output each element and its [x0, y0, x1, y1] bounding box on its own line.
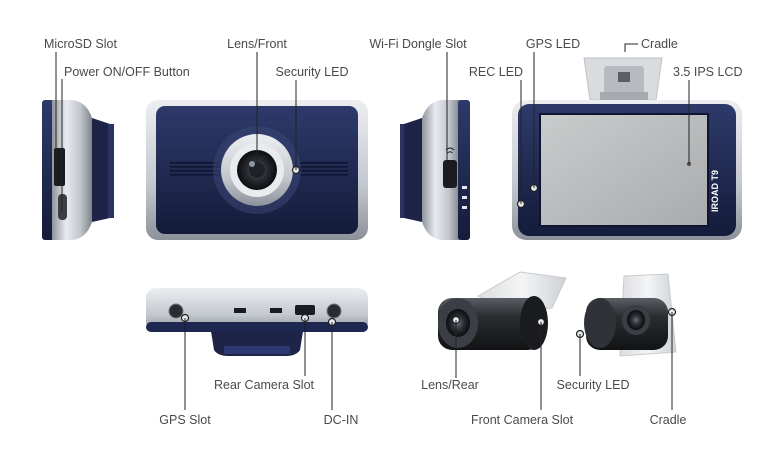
label-rec-led: REC LED — [468, 65, 524, 79]
label-microsd-slot: MicroSD Slot — [44, 37, 117, 51]
device-right-side-view — [400, 100, 470, 240]
label-cradle-bottom: Cradle — [649, 413, 687, 427]
label-dc-in: DC-IN — [323, 413, 359, 427]
device-brand-rear: IROAD T9 — [710, 170, 720, 212]
label-security-led-bottom: Security LED — [556, 378, 630, 392]
label-rear-camera-slot: Rear Camera Slot — [213, 378, 315, 392]
label-ips-lcd: 3.5 IPS LCD — [673, 65, 743, 79]
leader-lines — [55, 43, 690, 410]
label-cradle-top: Cradle — [641, 37, 678, 51]
label-security-led-top: Security LED — [275, 65, 349, 79]
rear-camera-front-view — [438, 271, 567, 350]
device-left-side-view — [42, 100, 114, 240]
label-front-camera-slot: Front Camera Slot — [470, 413, 574, 427]
device-bottom-view — [146, 288, 368, 356]
label-gps-led: GPS LED — [525, 37, 581, 51]
label-gps-slot: GPS Slot — [159, 413, 211, 427]
label-power-button: Power ON/OFF Button — [64, 65, 190, 79]
rear-camera-angled-view — [575, 273, 677, 357]
device-rear-view: IROAD T9 — [512, 57, 742, 240]
label-wifi-dongle-slot: Wi-Fi Dongle Slot — [369, 37, 467, 51]
label-lens-rear: Lens/Rear — [421, 378, 479, 392]
label-lens-front: Lens/Front — [227, 37, 287, 51]
